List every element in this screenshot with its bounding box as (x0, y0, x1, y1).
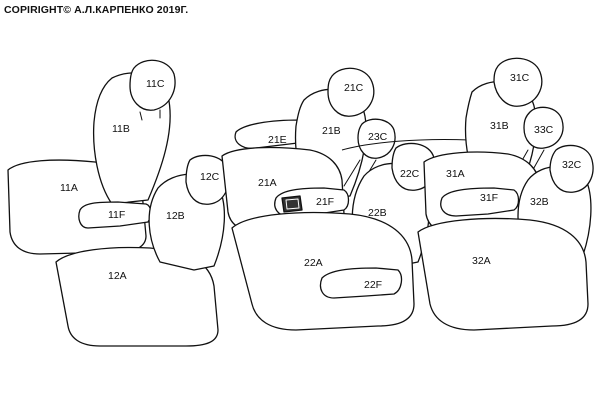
part-11c-headrest (129, 59, 176, 111)
front-passenger-seat (55, 154, 230, 347)
part-32a-cushion (417, 217, 589, 331)
label-11c: 11C (146, 78, 165, 90)
label-21a: 21A (258, 177, 277, 189)
part-12a-cushion (55, 246, 219, 347)
part-22f-armrest (319, 267, 403, 299)
part-12c-headrest (185, 154, 230, 205)
label-11b: 11B (112, 123, 130, 135)
label-22b: 22B (368, 207, 387, 219)
part-33c-headrest (523, 106, 564, 149)
part-31f-armrest (440, 187, 520, 217)
label-31c: 31C (510, 72, 530, 84)
label-12b: 12B (166, 210, 185, 222)
label-11f: 11F (108, 209, 125, 221)
label-12a: 12A (108, 270, 127, 282)
front-driver-seat (7, 59, 176, 255)
label-22a: 22A (304, 257, 323, 269)
label-32b: 32B (530, 196, 549, 208)
label-23c: 23C (368, 131, 388, 143)
part-31c-headrest (493, 57, 543, 107)
label-32c: 32C (562, 159, 582, 171)
label-32a: 32A (472, 255, 491, 267)
label-22c: 22C (400, 168, 420, 180)
copyright-notice: COPIRIGHT© А.Л.КАРПЕНКО 2019Г. (4, 4, 189, 16)
part-21c-headrest (327, 67, 375, 117)
label-31b: 31B (490, 120, 509, 132)
label-11a: 11A (60, 182, 78, 194)
label-31a: 31A (446, 168, 465, 180)
label-12c: 12C (200, 171, 220, 183)
part-22a-cushion (231, 211, 415, 331)
label-33c: 33C (534, 124, 554, 136)
third-row-right-seat (417, 144, 594, 331)
second-row-left-seat (221, 67, 375, 233)
second-row-right-seat (231, 118, 436, 331)
label-31f: 31F (480, 192, 498, 204)
label-21e: 21E (268, 134, 287, 146)
part-32c-headrest (549, 144, 594, 193)
label-21f: 21F (316, 196, 334, 208)
label-22f: 22F (364, 279, 382, 291)
part-23c-headrest (357, 118, 396, 159)
label-21b: 21B (322, 125, 341, 137)
third-row-left-seat (423, 57, 564, 235)
label-21c: 21C (344, 82, 364, 94)
